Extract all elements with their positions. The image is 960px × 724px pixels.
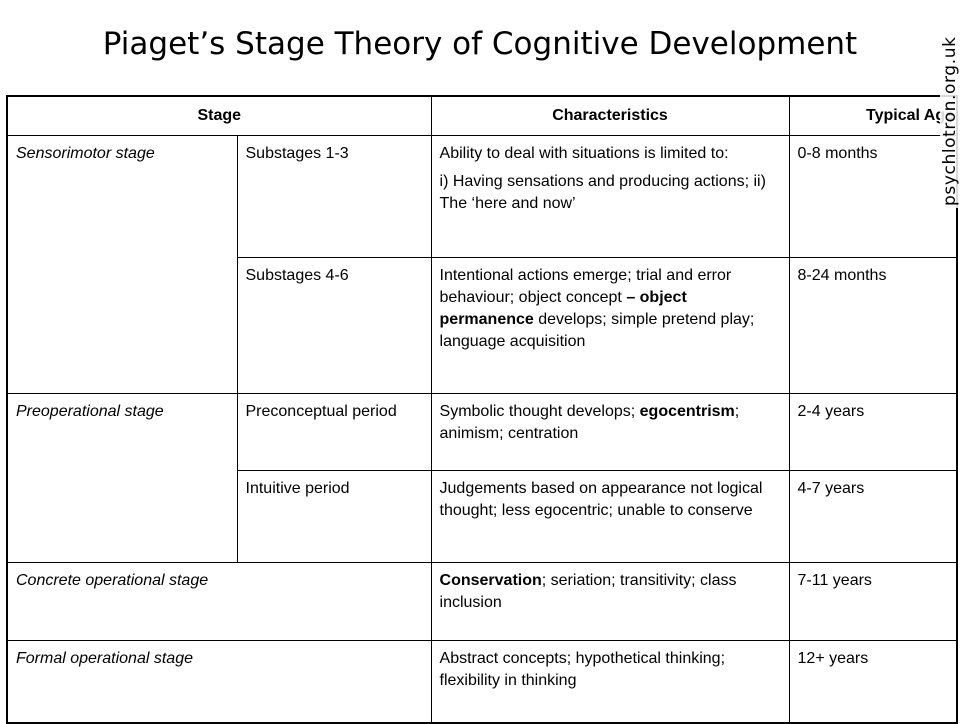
key-term: egocentrism [639,403,735,420]
characteristics-cell: Intentional actions emerge; trial and er… [430,257,790,394]
characteristics-cell: Abstract concepts; hypothetical thinking… [430,640,790,723]
substage-cell: Substages 1-3 [236,135,432,258]
stage-name-cell: Formal operational stage [16,650,193,667]
substage-cell: Intuitive period [236,470,432,563]
characteristics-text: Symbolic thought develops; [439,403,640,420]
characteristics-text: Ability to deal with situations is limit… [439,145,729,162]
age-cell: 8-24 months [788,257,958,394]
age-cell: 12+ years [788,640,958,723]
stage-name-cell: Sensorimotor stage [7,135,237,394]
table-row: Substages 4-6 Intentional actions emerge… [7,257,958,394]
stage-name-cell: Preoperational stage [7,393,237,563]
table-header-row: Stage Characteristics Typical Age [7,96,958,136]
characteristics-cell: Judgements based on appearance not logic… [430,470,790,563]
table-row: Concrete operational stage Conservation;… [7,562,958,641]
age-cell: 0-8 months [788,135,958,258]
key-term: – object permanence [439,289,687,328]
characteristics-text: ; seriation; transitivity; class inclusi… [439,572,737,611]
table-row: Intuitive period Judgements based on app… [7,470,958,563]
characteristics-cell: Ability to deal with situations is limit… [430,135,790,258]
header-characteristics: Characteristics [430,96,790,136]
table-row: Sensorimotor stage Substages 1-3 Ability… [7,135,958,394]
characteristics-text: develops; simple pretend play; language … [439,311,755,350]
age-cell: 4-7 years [788,470,958,563]
stage-name-cell: Concrete operational stage [7,562,432,641]
characteristics-text: i) Having sensations and producing actio… [439,173,766,212]
key-term: Conservation [439,572,542,589]
header-typical-age: Typical Age [788,96,958,136]
age-cell: 7-11 years [788,562,958,641]
substage-cell: Substages 4-6 [236,257,432,394]
piaget-stage-table: Stage Characteristics Typical Age Sensor… [6,95,959,724]
substage-cell: Preconceptual period [236,393,432,471]
page-title: Piaget’s Stage Theory of Cognitive Devel… [102,26,858,62]
characteristics-text: ; animism; centration [439,403,740,442]
characteristics-cell: Symbolic thought develops; egocentrism; … [430,393,790,471]
table-row: Preoperational stage Preconceptual perio… [7,393,958,563]
site-watermark: psychlotron.org.uk [940,34,960,208]
age-cell: 2-4 years [788,393,958,471]
header-stage: Stage [7,96,432,136]
characteristics-text: Intentional actions emerge; trial and er… [439,267,732,306]
table-row: Formal operational stage Abstract concep… [7,640,958,723]
characteristics-cell: Conservation; seriation; transitivity; c… [430,562,790,641]
